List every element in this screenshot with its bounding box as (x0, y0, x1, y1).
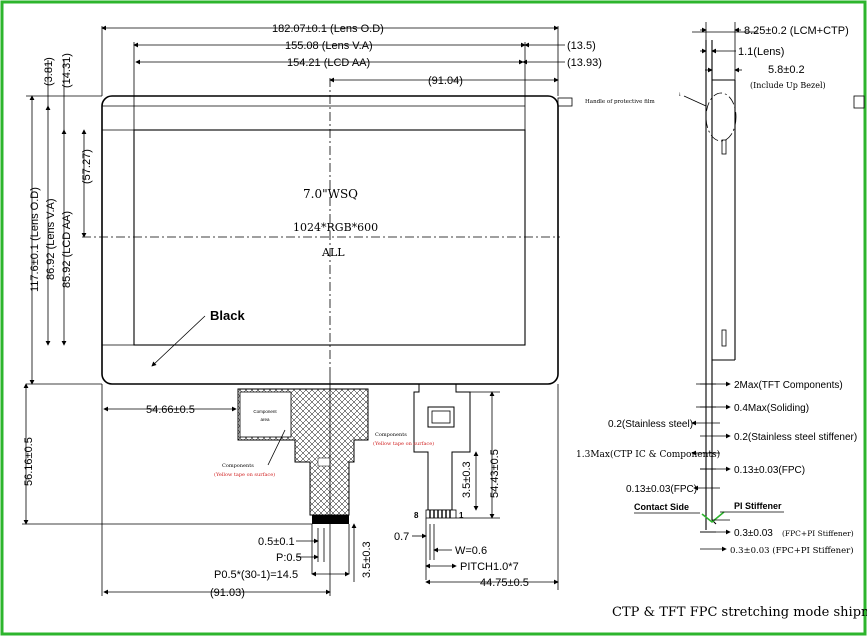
handle-note: Handle of protective film (585, 99, 656, 105)
side-fpc-pi-1-note: (FPC+PI Stiffener) (782, 529, 854, 538)
dim-3-81: (3.81) (43, 57, 55, 86)
side-view: i 8.25±0.2 (LCM+CTP) 1.1(Lens) 5.8±0.2 (… (576, 22, 865, 556)
svg-text:i: i (679, 92, 681, 98)
svg-text:Component: Component (253, 409, 277, 414)
dim-14-31: (14.31) (61, 53, 73, 88)
dim-56-16: 56.16±0.5 (23, 437, 35, 486)
lcd-fpc: Component area Components (Yellow tape o… (214, 388, 369, 524)
dim-54-66: 54.66±0.5 (146, 404, 195, 416)
dim-side-bezel: 5.8±0.2 (768, 64, 805, 76)
dim-57-27: (57.27) (81, 149, 93, 184)
components-note-2-sub: (Yellow tape on surface) (373, 440, 434, 447)
side-pi-stiffener: PI Stiffener (734, 501, 782, 511)
footer-caption: CTP & TFT FPC stretching mode shipment (612, 605, 867, 620)
dim-half: (91.04) (428, 75, 463, 87)
dim-ctp-tail: 3.5±0.3 (461, 461, 473, 498)
dim-pitch: P:0.5 (276, 552, 302, 564)
dim-lcd-aa-vertical: 85.92 (LCD AA) (61, 211, 73, 288)
components-note-2: Components (375, 432, 407, 438)
panel-resolution-label: 1024*RGB*600 (293, 221, 378, 234)
dim-offset-2: (13.93) (567, 57, 602, 69)
side-stainless-stiffener: 0.2(Stainless steel stiffener) (734, 432, 857, 443)
side-contact-side: Contact Side (634, 502, 689, 512)
dim-offset-1: (13.5) (567, 40, 596, 52)
left-dimensions: 117.6±0.1 (Lens O.D) 86.92 (Lens V.A) 85… (26, 53, 102, 385)
dim-ctp-gap: 0.7 (394, 531, 409, 543)
dim-lens-od: 182.07±0.1 (Lens O.D) (272, 23, 384, 35)
side-fpc-2: 0.13±0.03(FPC) (626, 484, 697, 495)
dim-ctp-w: W=0.6 (455, 545, 487, 557)
dim-side-lens: 1.1(Lens) (738, 46, 784, 58)
dim-ctp-pitch: PITCH1.0*7 (460, 561, 519, 573)
dim-side-bezel-sub: (Include Up Bezel) (750, 81, 826, 90)
dim-pin-span: P0.5*(30-1)=14.5 (214, 569, 298, 581)
lcd-active-area (133, 129, 526, 346)
side-ctp-ic: 1.3Max(CTP IC & Components) (576, 449, 720, 460)
components-note-1: Components (222, 463, 254, 469)
dim-pin-width: 0.5±0.1 (258, 536, 295, 548)
dim-54-43: 54.43±0.5 (489, 449, 501, 498)
svg-text:8: 8 (414, 511, 419, 520)
svg-text:1: 1 (459, 511, 464, 520)
side-fpc-1: 0.13±0.03(FPC) (734, 465, 805, 476)
component-area (239, 391, 292, 438)
dim-lens-va: 155.08 (Lens V.A) (285, 40, 373, 52)
dim-fpc-tail: 3.5±0.3 (361, 541, 373, 578)
side-fpc-pi-2: 0.3±0.03 (FPC+PI Stiffener) (730, 545, 854, 556)
dim-lens-va-vertical: 86.92 (Lens V.A) (45, 198, 57, 280)
side-tft-components: 2Max(TFT Components) (734, 380, 843, 391)
film-handle (557, 97, 573, 107)
components-note-1-sub: (Yellow tape on surface) (214, 471, 275, 478)
side-soliding: 0.4Max(Soliding) (734, 403, 809, 414)
dim-side-total: 8.25±0.2 (LCM+CTP) (744, 25, 849, 37)
ctp-fpc: 8 1 Components (Yellow tape on surface) (373, 384, 471, 520)
side-fpc-pi-1: 0.3±0.03 (734, 528, 773, 539)
black-label: Black (210, 308, 245, 323)
front-view: Handle of protective film 7.0"WSQ 1024*R… (82, 78, 656, 385)
dim-44-75: 44.75±0.5 (480, 577, 529, 589)
ctp-fingers (425, 509, 457, 519)
dim-lcd-aa: 154.21 (LCD AA) (287, 57, 370, 69)
fpc-gold-fingers (312, 515, 349, 524)
panel-size-label: 7.0"WSQ (303, 187, 358, 201)
svg-text:area: area (260, 417, 270, 422)
dim-lens-od-vertical: 117.6±0.1 (Lens O.D) (29, 187, 41, 292)
dim-91-03: (91.03) (210, 587, 245, 599)
bottom-dimensions: 54.66±0.5 56.16±0.5 0.5±0.1 P:0.5 P0.5*(… (22, 372, 559, 599)
side-stainless: 0.2(Stainless steel) (608, 419, 693, 430)
top-dimensions: 182.07±0.1 (Lens O.D) 155.08 (Lens V.A) … (101, 23, 602, 130)
panel-mode-label: ALL (321, 246, 345, 259)
